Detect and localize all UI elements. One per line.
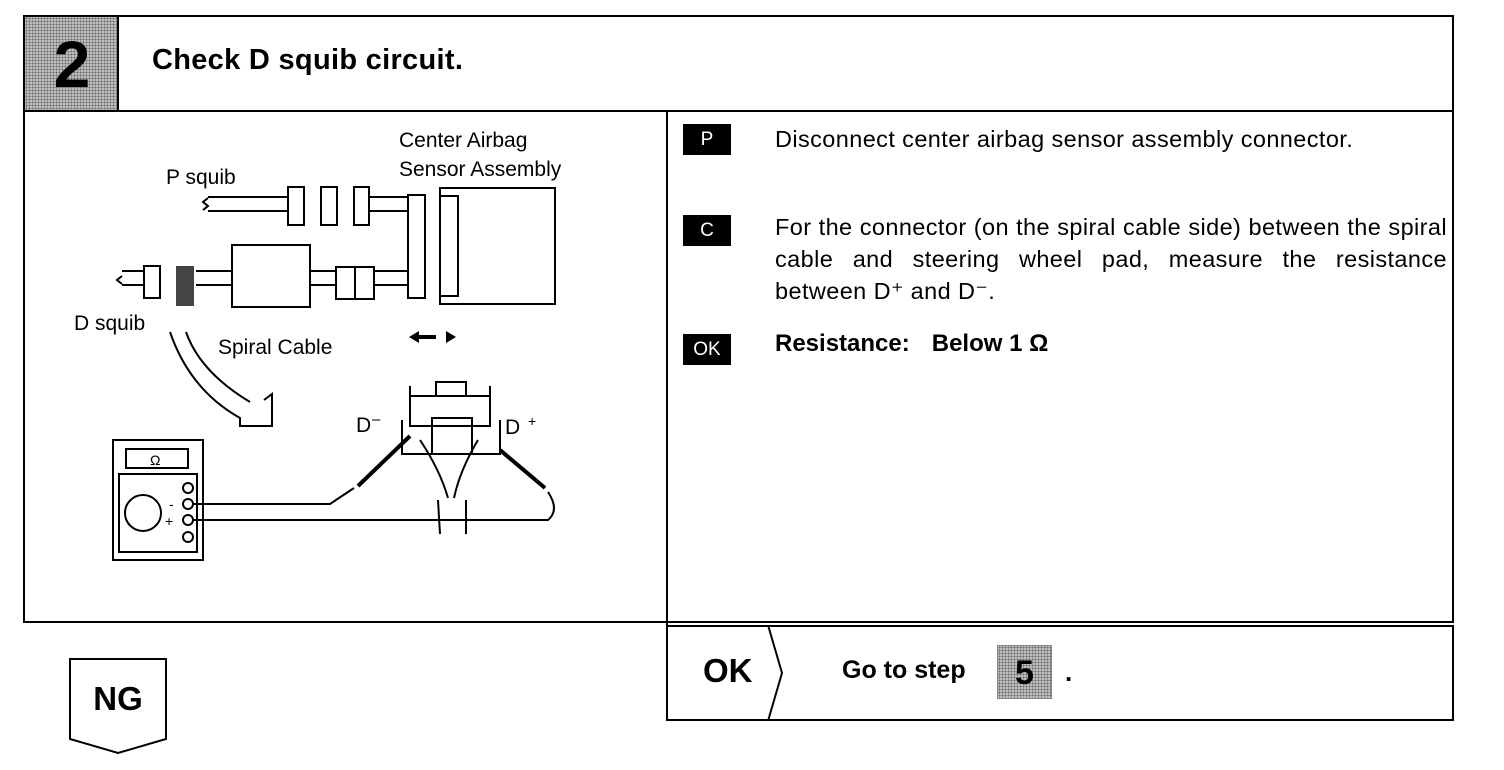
p-squib-connector [287, 186, 305, 226]
double-arrow-icon [409, 331, 456, 343]
procedure-frame [23, 15, 1454, 623]
tag-ok: OK [683, 334, 731, 365]
ohmmeter [112, 439, 204, 561]
tag-p: P [683, 124, 731, 155]
instruction-measure: For the connector (on the spiral cable s… [775, 214, 1447, 304]
d-minus-superscript: – [372, 411, 381, 428]
p-connector-mid [320, 186, 338, 226]
ng-label: NG [93, 680, 143, 717]
d-squib-hatched [176, 266, 194, 306]
test-lead-minus [193, 487, 355, 505]
spiral-connector-b [354, 266, 375, 300]
ok-label: OK [703, 652, 753, 689]
d-plus-label: D [505, 416, 520, 439]
circuit-diagram: Center Airbag Sensor Assembly P squib D … [74, 129, 562, 561]
step-number: 2 [53, 27, 91, 101]
ohm-symbol: Ω [150, 452, 160, 468]
step-title: Check D squib circuit. [152, 44, 464, 76]
sensor-connector-bar [407, 194, 426, 299]
go-to-step-text: Go to step [842, 656, 966, 684]
ng-pointer-box [69, 658, 167, 755]
d-squib-wire-end [115, 275, 123, 285]
pointer-curve [185, 331, 251, 403]
d-minus-label: D [356, 414, 371, 437]
d-squib-connector [143, 265, 161, 299]
d-squib-label: D squib [74, 312, 145, 335]
d-plus-superscript: + [528, 413, 536, 429]
column-divider [666, 110, 668, 721]
spiral-connector-a [335, 266, 356, 300]
resistance-spec: Resistance: Below 1 Ω [775, 330, 1048, 358]
test-lead-plus [193, 491, 555, 521]
center-airbag-label-2: Sensor Assembly [399, 158, 562, 181]
resistance-label: Resistance: [775, 330, 910, 357]
step-number-box [25, 17, 119, 110]
p-connector-right [353, 186, 370, 226]
ok-result-box [668, 625, 1454, 721]
meter-dial [124, 494, 162, 532]
ok-chevron [767, 625, 784, 721]
p-squib-wire-end [201, 197, 210, 211]
go-to-step-number[interactable]: 5 [997, 645, 1052, 699]
spiral-cable-label: Spiral Cable [218, 336, 332, 359]
center-airbag-label-1: Center Airbag [399, 129, 527, 152]
tag-c: C [683, 215, 731, 246]
header-divider [23, 110, 1454, 112]
p-squib-label: P squib [166, 166, 236, 189]
instruction-disconnect: Disconnect center airbag sensor assembly… [775, 126, 1354, 152]
resistance-value: Below 1 Ω [931, 330, 1049, 357]
go-to-step-period: . [1065, 657, 1073, 687]
meter-minus: - [169, 496, 174, 512]
meter-plus: + [165, 513, 173, 529]
spiral-cable [231, 244, 311, 308]
